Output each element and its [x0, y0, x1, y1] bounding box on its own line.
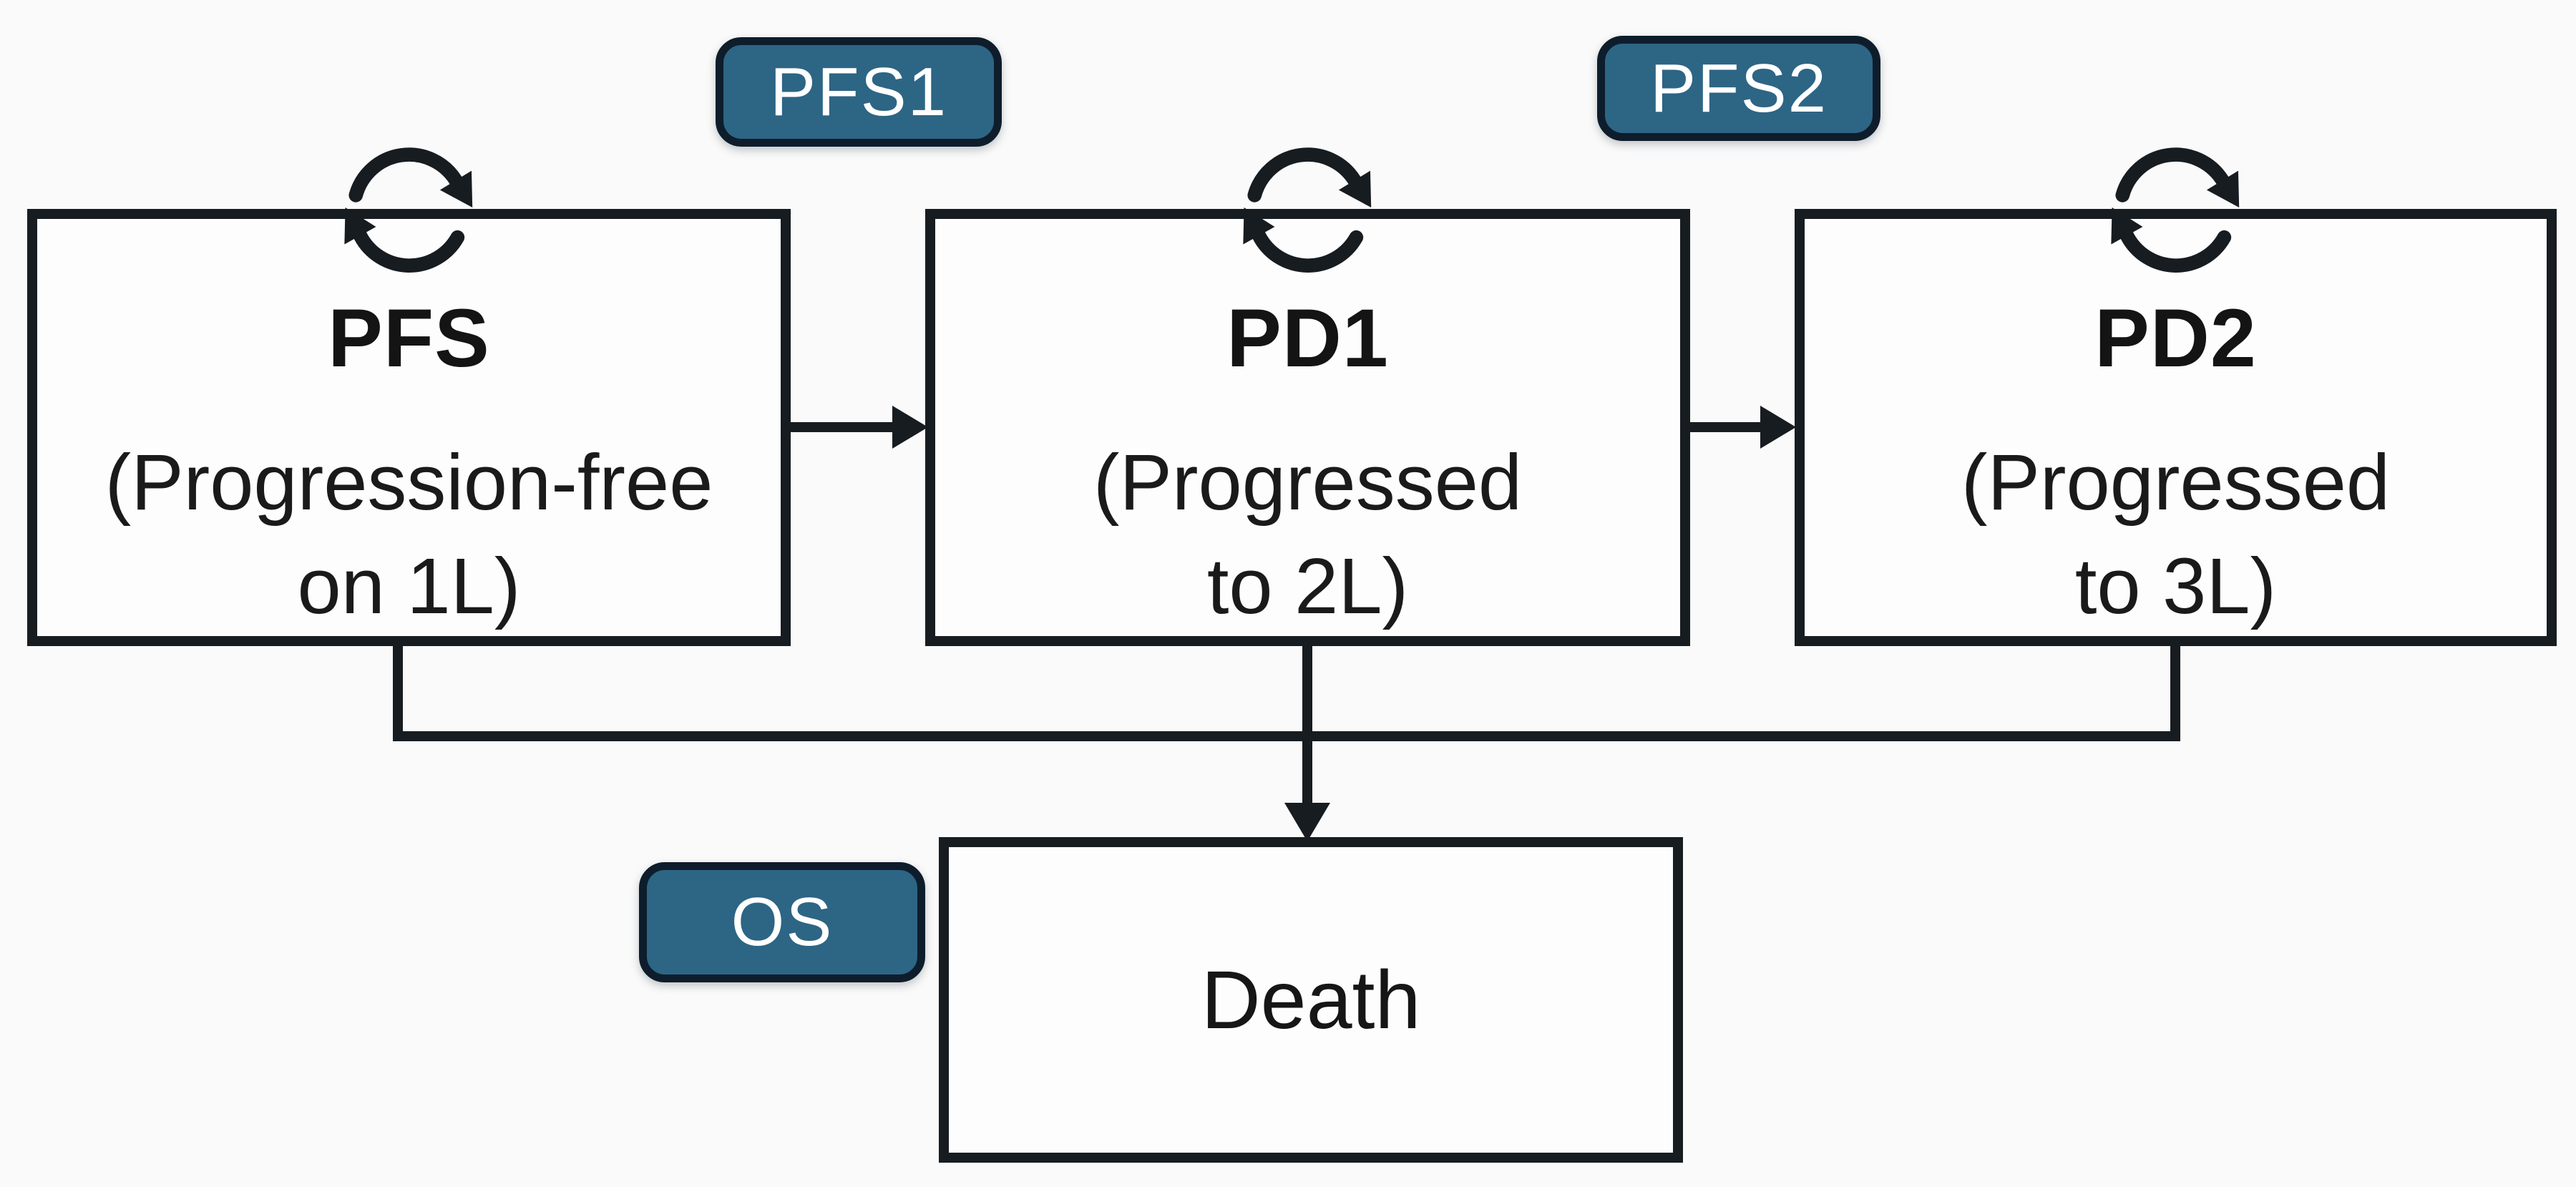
state-title: PD1: [1226, 293, 1389, 384]
state-box-pfs: PFS (Progression-free on 1L): [27, 147, 791, 646]
state-subtitle-line1: (Progression-free: [104, 439, 713, 527]
state-box-pd1: PD1 (Progressed to 2L): [925, 147, 1690, 646]
connector-pfs-down: [393, 645, 403, 741]
self-loop-cycle-icon: [313, 122, 506, 297]
state-subtitle-line1: (Progressed: [1093, 439, 1523, 527]
state-subtitle-line2: to 2L): [1206, 542, 1409, 630]
connector-merge-horizontal: [393, 731, 2180, 741]
connector-to-death-shaft: [1302, 645, 1312, 803]
state-subtitle-line1: (Progressed: [1961, 439, 2391, 527]
state-subtitle: (Progressed to 3L): [1805, 431, 2547, 638]
badge-pfs1-label: PFS1: [769, 53, 948, 130]
badge-pfs1: PFS1: [716, 37, 1002, 147]
badge-pfs2: PFS2: [1597, 36, 1880, 141]
arrow-to-death-head-icon: [1284, 803, 1330, 841]
arrow-pfs-to-pd1-head-icon: [892, 406, 928, 449]
badge-pfs2-label: PFS2: [1649, 49, 1828, 127]
state-title: Death: [1201, 954, 1421, 1046]
state-box-death: Death: [939, 837, 1683, 1163]
state-subtitle-line2: on 1L): [297, 542, 521, 630]
state-subtitle: (Progressed to 2L): [935, 431, 1680, 638]
arrow-pd1-to-pd2-head-icon: [1760, 406, 1796, 449]
state-subtitle-line2: to 3L): [2074, 542, 2277, 630]
state-title: PFS: [328, 293, 490, 384]
arrow-pfs-to-pd1-shaft: [791, 422, 892, 432]
state-subtitle: (Progression-free on 1L): [37, 431, 781, 638]
self-loop-cycle-icon: [1211, 122, 1405, 297]
connector-pd2-down: [2170, 645, 2180, 741]
self-loop-cycle-icon: [2079, 122, 2273, 297]
state-box-pd2: PD2 (Progressed to 3L): [1795, 147, 2557, 646]
badge-os-label: OS: [731, 884, 834, 960]
badge-os: OS: [639, 862, 925, 982]
arrow-pd1-to-pd2-shaft: [1690, 422, 1760, 432]
state-title: PD2: [2094, 293, 2257, 384]
